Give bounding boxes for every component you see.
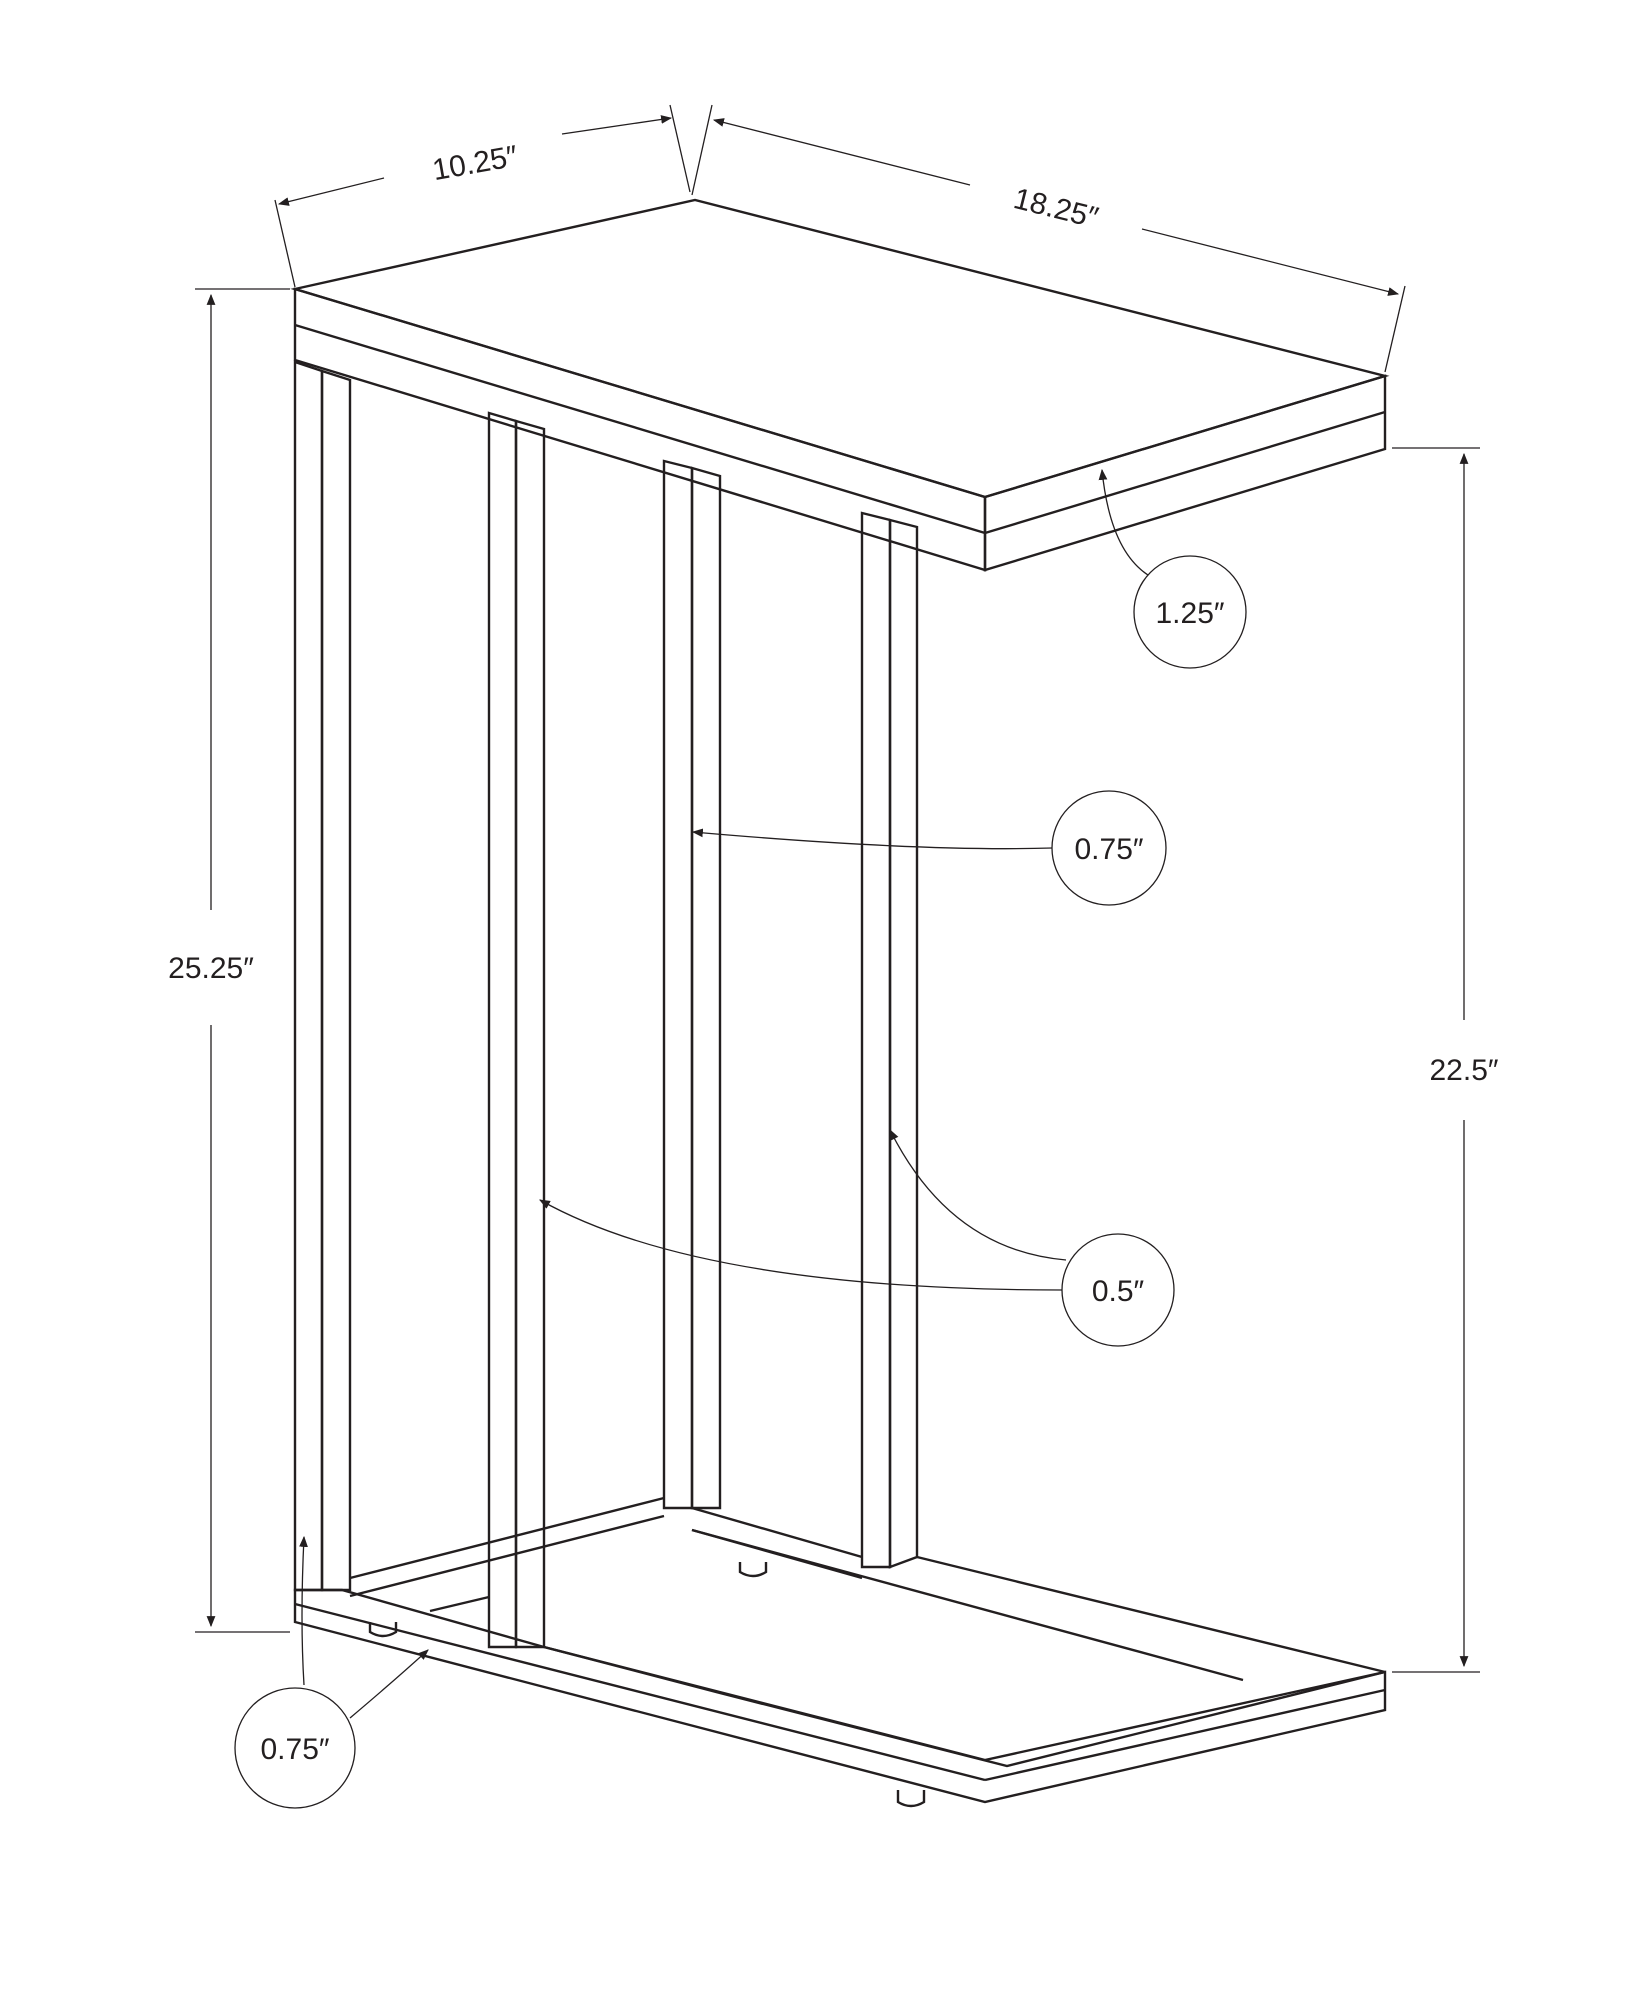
table-top-bevel-right	[984, 410, 1386, 535]
leg-rear-center-face	[662, 459, 694, 1510]
table-top-bevel-front	[294, 323, 986, 535]
foot-glide-left	[368, 1622, 398, 1638]
callout-base-thickness: 0.75″	[234, 1535, 429, 1809]
dimension-top-width: 18.25″	[691, 104, 1406, 373]
callout-leader-leg-width	[691, 828, 1053, 850]
dimension-under-top-height: 22.5″	[1392, 447, 1499, 1673]
dimension-total-height: 25.25″	[168, 288, 290, 1633]
extension-line-top-mid	[669, 104, 691, 193]
dimension-line-depth-right	[561, 115, 673, 135]
callout-leader-top-thickness	[1098, 468, 1149, 576]
callout-leader-base-up	[299, 1535, 308, 1686]
rail-back-upper	[691, 1506, 863, 1559]
base-frame	[293, 1496, 1387, 1808]
base-right-inner-line	[984, 1688, 1386, 1782]
table-top-right-edge	[983, 374, 1387, 572]
dimension-label-top-depth: 10.25″	[430, 140, 520, 187]
frame-legs	[293, 360, 919, 1649]
callout-label-top-thickness: 1.25″	[1155, 597, 1224, 630]
base-inner-back	[691, 1528, 1244, 1682]
callout-label-leg-width: 0.75″	[1074, 833, 1143, 866]
callout-bubble-base-thickness	[234, 1687, 356, 1809]
table-top	[290, 198, 1390, 572]
base-inner-left-short	[429, 1595, 490, 1613]
base-front-inner-line	[294, 1602, 986, 1782]
extension-line-top-left	[274, 199, 296, 288]
base-inner-frame	[543, 1645, 1386, 1768]
dimension-line-depth-left	[277, 177, 385, 206]
dimension-line-width-left	[712, 118, 971, 186]
dimension-label-total-height: 25.25″	[168, 952, 254, 985]
rail-left-lower	[349, 1514, 665, 1598]
callout-bubble-leg-width	[1051, 790, 1167, 906]
dimension-label-top-width: 18.25″	[1010, 182, 1101, 235]
callout-tube-thickness: 0.5″	[539, 1129, 1175, 1347]
leg-front-left-side	[320, 369, 352, 1592]
rail-right-upper	[916, 1555, 1386, 1674]
extension-line-top-right	[1384, 285, 1406, 373]
callout-leg-width: 0.75″	[691, 790, 1167, 906]
dimension-line-width-right	[1141, 228, 1400, 296]
callout-top-thickness: 1.25″	[1098, 468, 1247, 669]
callout-leader-base-right	[349, 1649, 429, 1719]
base-outer	[293, 1588, 1387, 1804]
callout-label-base-thickness: 0.75″	[260, 1733, 329, 1766]
leg-front-right-side	[888, 518, 919, 1569]
leg-front-left-face	[293, 360, 324, 1592]
callout-label-tube-thickness: 0.5″	[1092, 1275, 1145, 1308]
foot-glide-back	[738, 1562, 768, 1578]
callout-bubble-top-thickness	[1133, 555, 1247, 669]
rail-left-upper	[349, 1496, 665, 1580]
dimension-label-under-top-height: 22.5″	[1429, 1054, 1498, 1087]
leg-rear-left-side	[514, 419, 546, 1649]
callout-leader-tube-left	[539, 1199, 1063, 1291]
callout-bubble-tube-thickness	[1061, 1233, 1175, 1347]
foot-glide-front	[896, 1790, 926, 1808]
extension-line-top-mid-right	[691, 104, 713, 196]
dimension-top-depth: 10.25″	[274, 104, 691, 288]
callout-leader-tube-right	[889, 1129, 1067, 1261]
leg-rear-left-face	[487, 411, 518, 1649]
leg-rear-center-side	[690, 466, 722, 1510]
leg-front-right-face	[860, 511, 892, 1569]
